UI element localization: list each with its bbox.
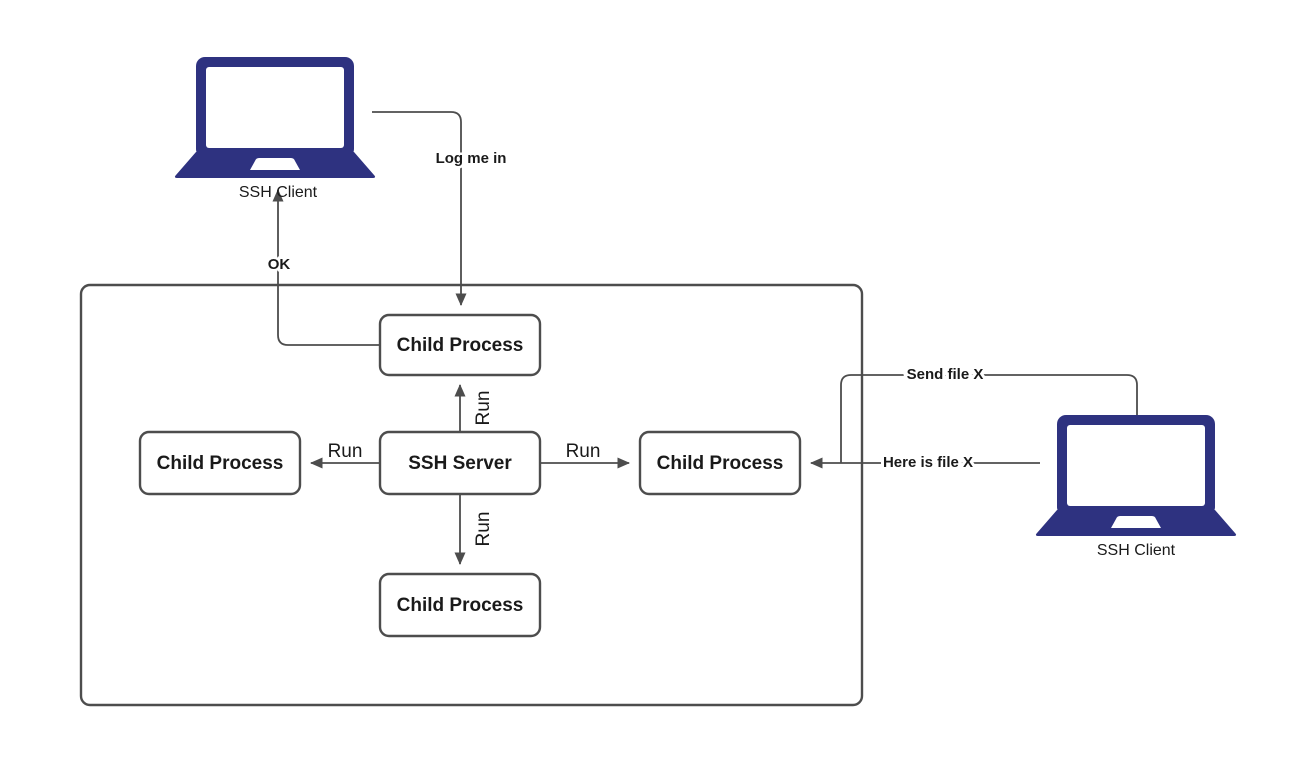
edge-send-file (840, 374, 1138, 463)
ssh-server-rect[interactable] (378, 430, 542, 496)
edge-label-run-up: Run (473, 391, 494, 426)
laptop-right-caption: SSH Client (1097, 542, 1176, 559)
laptop-right-screen-display (1067, 425, 1205, 506)
child-process-bottom-rect[interactable] (378, 572, 542, 638)
ssh-server-label: SSH Server (408, 453, 512, 474)
ssh-server-host-boundary (79, 283, 864, 707)
edge-label-run-right: Run (566, 441, 601, 462)
child-process-left-rect[interactable] (138, 430, 302, 496)
child-process-top-rect[interactable] (378, 313, 542, 377)
edge-label-run-down: Run (473, 512, 494, 547)
edge-label-here-is-file-x: Here is file X (883, 454, 973, 471)
node-child-process-right[interactable]: Child Process (638, 430, 802, 496)
child-process-left-label: Child Process (157, 453, 284, 474)
edge-label-send-file-x: Send file X (907, 366, 984, 383)
laptop-right-trackpad (1111, 516, 1161, 528)
edge-label-log-me-in: Log me in (436, 150, 507, 167)
node-ssh-server[interactable]: SSH Server (378, 430, 542, 496)
node-child-process-left[interactable]: Child Process (138, 430, 302, 496)
laptop-icon-client-right[interactable]: SSH Client (1035, 415, 1237, 559)
child-process-right-label: Child Process (657, 453, 784, 474)
laptop-top-caption: SSH Client (239, 184, 318, 201)
node-child-process-bottom[interactable]: Child Process (378, 572, 542, 638)
edge-login-request (372, 111, 467, 307)
edge-label-run-left: Run (328, 441, 363, 462)
edge-login-ok (272, 188, 380, 346)
node-child-process-top[interactable]: Child Process (378, 313, 542, 377)
laptop-top-trackpad (250, 158, 300, 170)
laptop-icon-client-top[interactable]: SSH Client (174, 57, 376, 201)
edge-label-ok: OK (268, 256, 291, 273)
child-process-right-rect[interactable] (638, 430, 802, 496)
child-process-top-label: Child Process (397, 335, 524, 356)
child-process-bottom-label: Child Process (397, 595, 524, 616)
laptop-top-screen-display (206, 67, 344, 148)
